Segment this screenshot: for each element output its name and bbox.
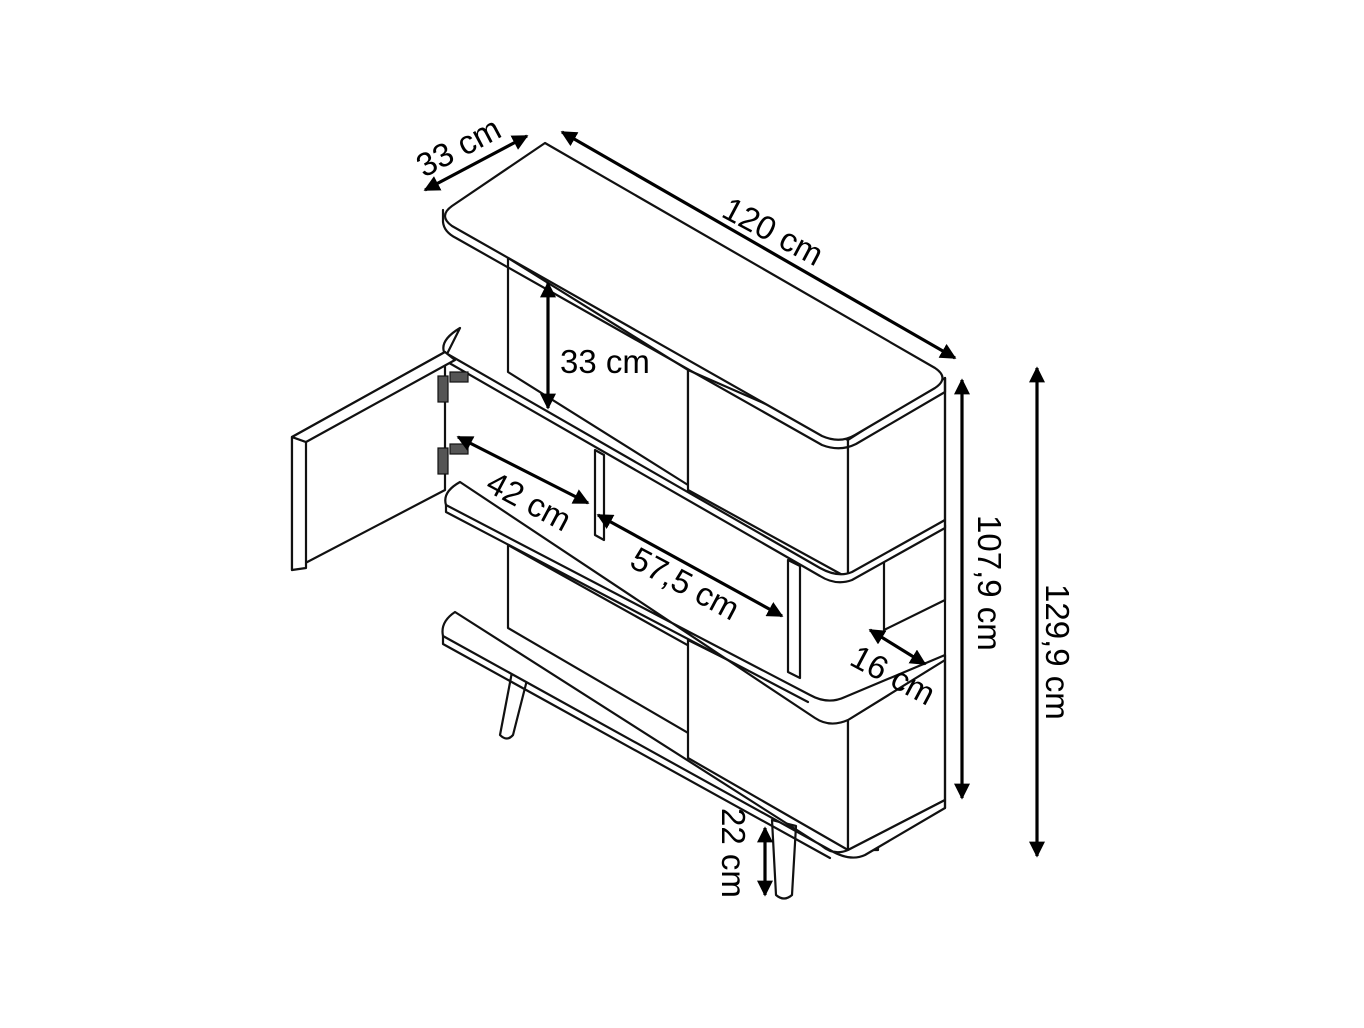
label-shelf-height: 33 cm <box>560 343 650 380</box>
arrow-width <box>560 130 957 360</box>
label-total-height: 129,9 cm <box>1039 584 1076 720</box>
arrow-inner-width <box>596 513 784 618</box>
dimension-arrows <box>423 130 1045 897</box>
arrow-inner-depth <box>456 435 590 505</box>
arrow-depth-top <box>423 134 529 192</box>
open-door <box>290 350 457 572</box>
label-body-height: 107,9 cm <box>971 515 1008 651</box>
label-leg-height: 22 cm <box>715 808 752 898</box>
arrow-step <box>868 628 927 666</box>
cabinet-drawing <box>290 141 947 900</box>
